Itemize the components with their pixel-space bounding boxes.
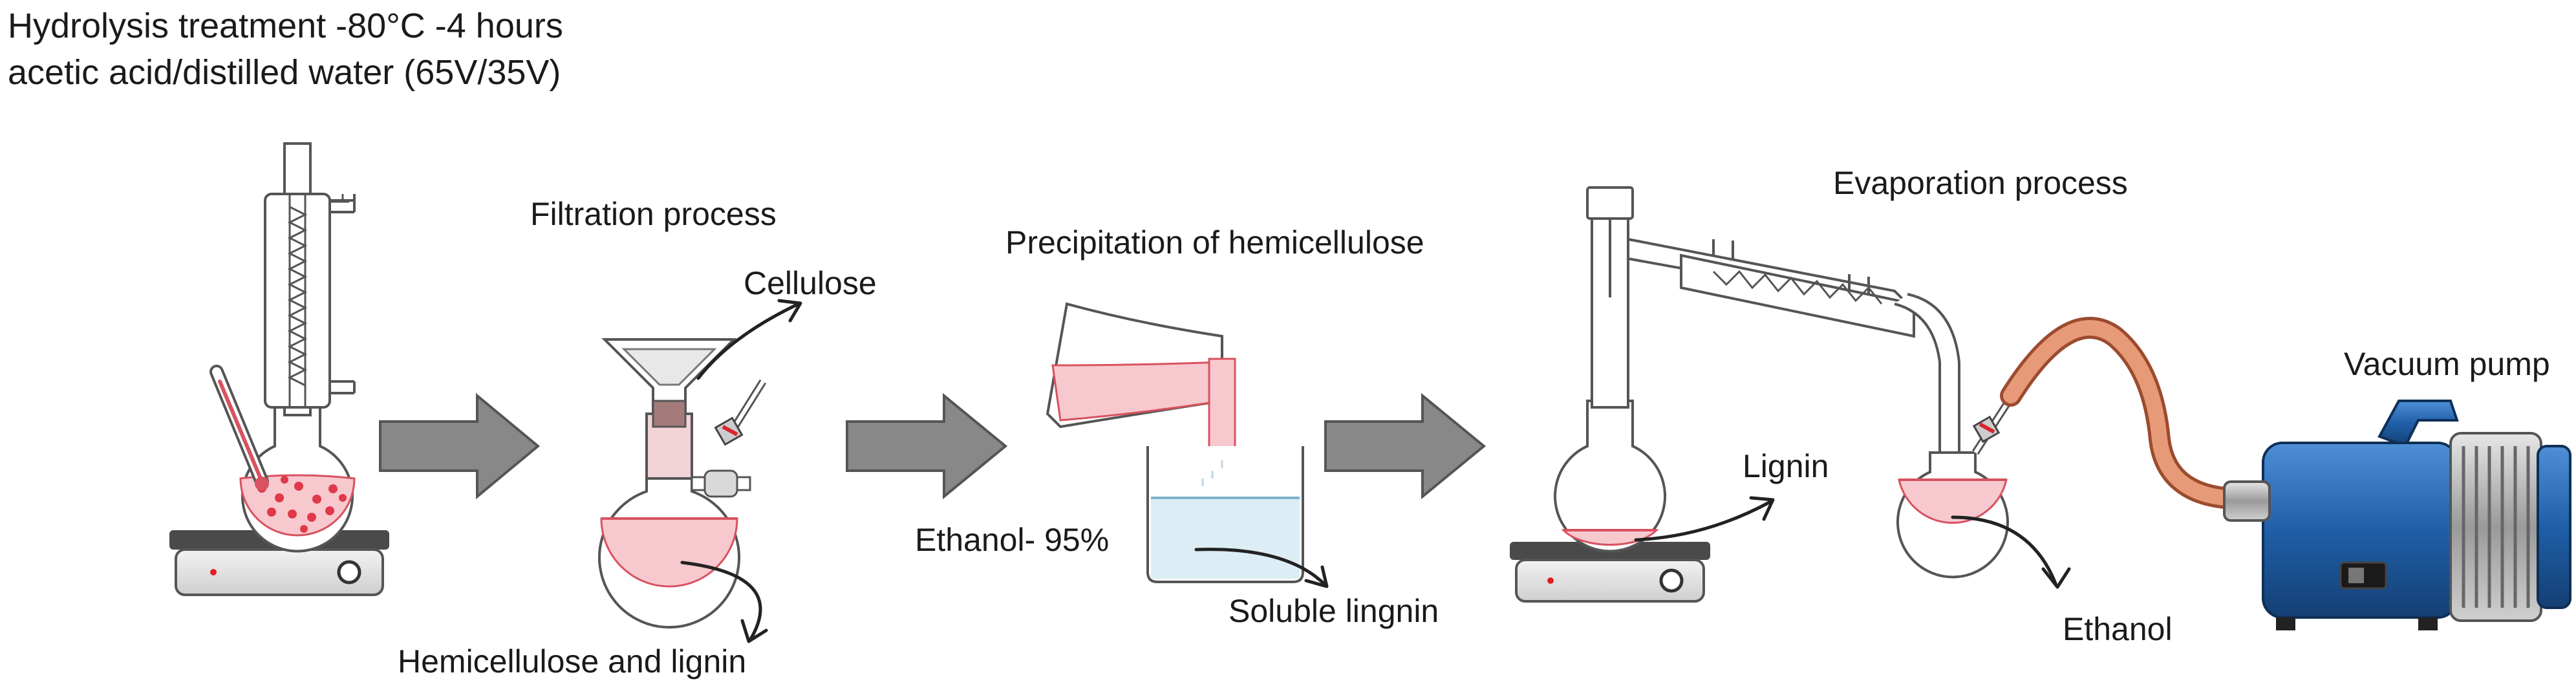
step-arrow-1: [379, 392, 541, 500]
cellulose-label: Cellulose: [744, 265, 877, 301]
step-arrow-2: [846, 392, 1008, 500]
ethanol-95-label: Ethanol- 95%: [915, 522, 1109, 558]
evaporation-title: Evaporation process: [1833, 165, 2128, 201]
hemi-lignin-pointer: [680, 561, 762, 642]
vacuum-pump-icon: [2223, 400, 2571, 630]
precipitation-title: Precipitation of hemicellulose: [1005, 224, 1424, 261]
header-line-1: Hydrolysis treatment -80°C -4 hours: [8, 6, 563, 45]
reflux-apparatus-icon: [169, 142, 389, 596]
soluble-lignin-label: Soluble lingnin: [1229, 593, 1439, 629]
soluble-lignin-pointer: [1194, 548, 1327, 587]
step-arrow-3: [1324, 392, 1487, 500]
header-line-2: acetic acid/distilled water (65V/35V): [8, 53, 561, 92]
pouring-flask-icon: [1046, 302, 1236, 457]
filtration-flask-icon: [598, 338, 767, 629]
hemi-lignin-label: Hemicellulose and lignin: [398, 643, 746, 680]
distillation-apparatus-icon: [1510, 186, 2015, 603]
lignin-pointer: [1634, 499, 1774, 542]
beaker-icon: [1146, 446, 1304, 583]
lignin-label: Lignin: [1743, 448, 1829, 484]
cellulose-pointer: [696, 302, 800, 380]
ethanol-pointer: [1951, 515, 2058, 587]
filtration-title: Filtration process: [530, 196, 777, 232]
ethanol-label: Ethanol: [2063, 611, 2173, 647]
vacuum-pump-label: Vacuum pump: [2344, 346, 2550, 382]
